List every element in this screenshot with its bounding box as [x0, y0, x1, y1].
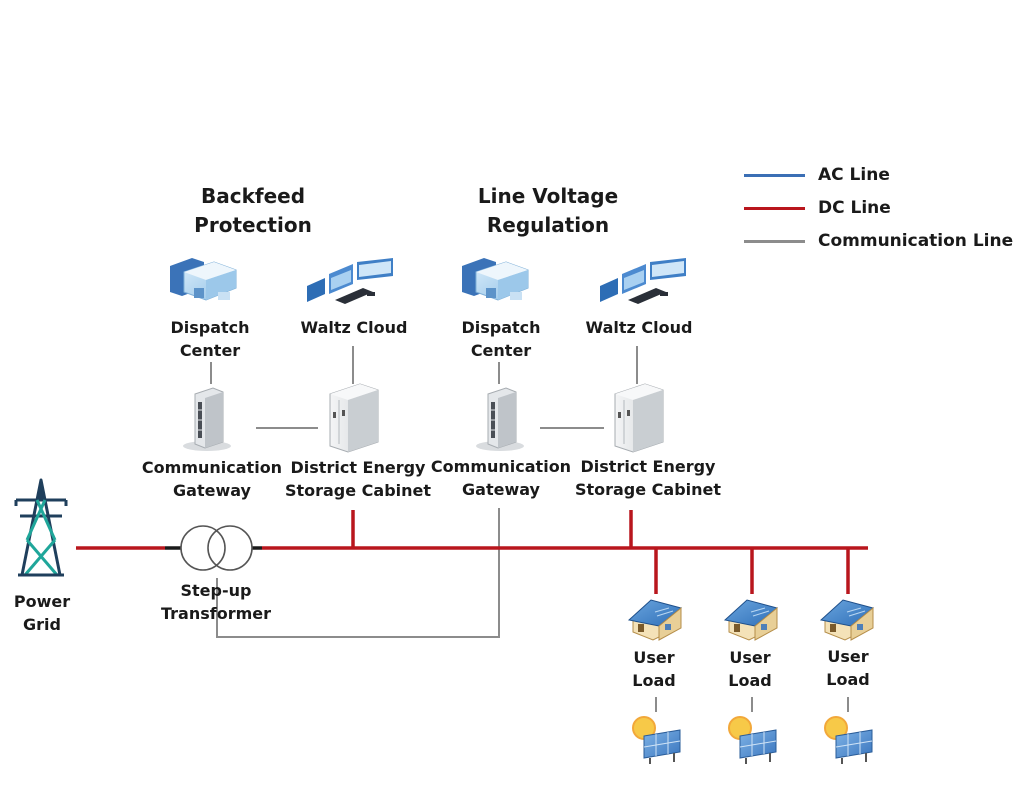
label-line-1: User [729, 648, 771, 667]
comm-link-gateway2-transformer [216, 508, 500, 638]
storage-cabinet-icon [329, 383, 379, 453]
legend-item-dc: DC Line [744, 196, 1024, 220]
label-gateway-1: Communication Gateway [142, 456, 282, 502]
label-power-grid: Power Grid [14, 590, 70, 636]
gateway-server-icon [476, 387, 524, 451]
transformer-icon [165, 525, 262, 571]
label-line-1: Dispatch [461, 318, 541, 337]
label-line-2: Load [632, 671, 676, 690]
label-user-load-1: User Load [632, 646, 675, 692]
legend-label-ac: AC Line [818, 165, 890, 185]
label-storage-cabinet-1: District Energy Storage Cabinet [285, 456, 431, 502]
label-step-up-transformer: Step-up Transformer [161, 579, 271, 625]
label-user-load-3: User Load [826, 645, 869, 691]
label-line-1: User [633, 648, 675, 667]
label-line-1: District Energy [290, 458, 426, 477]
section-heading-backfeed: Backfeed Protection [194, 182, 312, 240]
label-line-1: User [827, 647, 869, 666]
monitor-cloud-icon [600, 258, 686, 304]
storage-cabinet-icon [614, 383, 664, 453]
heading-line-2: Regulation [486, 213, 610, 237]
legend-label-comm: Communication Line [818, 231, 1014, 251]
label-line-2: Storage Cabinet [574, 480, 722, 499]
gateway-server-icon [183, 387, 231, 451]
label-gateway-2: Communication Gateway [431, 455, 571, 501]
solar-panel-icon [824, 716, 873, 764]
heading-line-1: Backfeed [200, 184, 306, 208]
section-heading-voltage: Line Voltage Regulation [478, 182, 618, 240]
transmission-tower-icon [14, 478, 68, 577]
label-waltz-cloud-2: Waltz Cloud [586, 316, 693, 339]
label-line-1: Step-up [180, 581, 252, 600]
label-line-2: Center [470, 341, 532, 360]
solar-panel-icon [632, 716, 681, 764]
house-icon [627, 599, 683, 641]
label-dispatch-center-2: Dispatch Center [461, 316, 540, 362]
house-icon [819, 599, 875, 641]
heading-line-1: Line Voltage [477, 184, 619, 208]
label-line-2: Gateway [462, 480, 540, 499]
label-line-1: Communication [141, 458, 283, 477]
legend-item-comm: Communication Line [744, 229, 1024, 253]
label-line-2: Gateway [173, 481, 251, 500]
label-line-2: Center [179, 341, 241, 360]
label-line-1: Power [13, 592, 71, 611]
solar-panel-icon [728, 716, 777, 764]
label-line-2: Load [728, 671, 772, 690]
dispatch-center-icon [170, 258, 237, 301]
dispatch-center-icon [462, 258, 529, 301]
label-line-1: Communication [430, 457, 572, 476]
label-line-1: Waltz Cloud [300, 318, 408, 337]
label-line-2: Transformer [160, 604, 272, 623]
legend-swatch-comm [744, 240, 805, 243]
label-storage-cabinet-2: District Energy Storage Cabinet [575, 455, 721, 501]
house-icon [723, 599, 779, 641]
legend-swatch-ac [744, 174, 805, 177]
heading-line-2: Protection [194, 213, 312, 237]
legend-swatch-dc [744, 207, 805, 210]
label-line-1: Waltz Cloud [585, 318, 693, 337]
label-line-1: District Energy [580, 457, 716, 476]
label-dispatch-center-1: Dispatch Center [170, 316, 249, 362]
dc-lines [76, 510, 868, 594]
label-line-2: Storage Cabinet [284, 481, 432, 500]
legend-label-dc: DC Line [818, 198, 891, 218]
label-line-2: Load [826, 670, 870, 689]
monitor-cloud-icon [307, 258, 393, 304]
label-waltz-cloud-1: Waltz Cloud [301, 316, 408, 339]
legend-item-ac: AC Line [744, 163, 1024, 187]
label-line-1: Dispatch [170, 318, 250, 337]
label-user-load-2: User Load [728, 646, 771, 692]
communication-lines [210, 346, 849, 712]
label-line-2: Grid [23, 615, 61, 634]
